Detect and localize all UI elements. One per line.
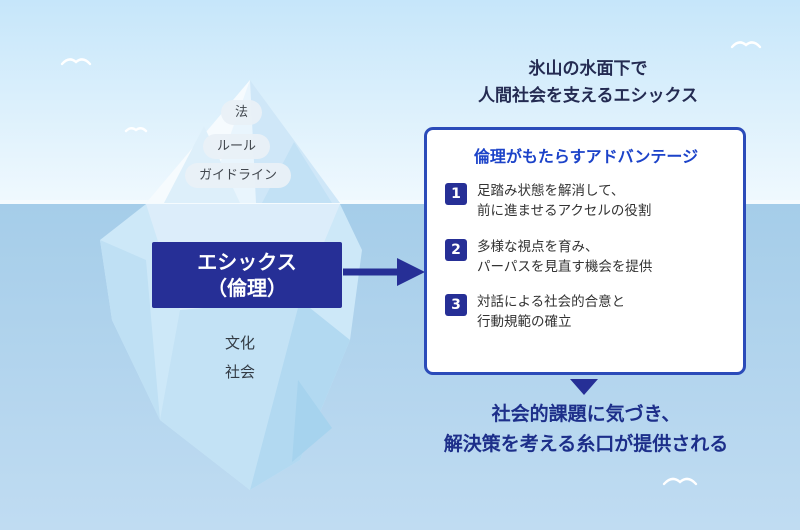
advantage-item: 1 足踏み状態を解消して、 前に進ませるアクセルの役割 xyxy=(445,181,727,222)
iceberg-label-rule: ルール xyxy=(203,134,271,159)
advantage-item-line1: 多様な視点を育み、 xyxy=(477,238,599,255)
advantage-item-text: 足踏み状態を解消して、 前に進ませるアクセルの役割 xyxy=(477,181,651,222)
advantage-item-line1: 足踏み状態を解消して、 xyxy=(477,183,625,199)
bird-icon xyxy=(662,477,698,486)
arrow-down-icon xyxy=(570,379,598,395)
item-number-badge: 1 xyxy=(445,183,467,205)
iceberg-label-society: 社会 xyxy=(224,362,255,381)
conclusion-text: 社会的課題に気づき、 解決策を考える糸口が提供される xyxy=(398,399,774,460)
conclusion-line2: 解決策を考える糸口が提供される xyxy=(443,433,729,456)
page-title: 氷山の水面下で 人間社会を支えるエシックス xyxy=(408,56,768,110)
iceberg-label-culture: 文化 xyxy=(224,334,255,352)
item-number-badge: 2 xyxy=(445,238,467,261)
bird-icons xyxy=(60,41,762,486)
bird-icon xyxy=(730,41,762,49)
page-title-line2: 人間社会を支えるエシックス xyxy=(478,86,698,107)
advantage-item-text: 多様な視点を育み、 パーパスを見直す機会を提供 xyxy=(477,237,652,278)
iceberg-underwater xyxy=(100,204,362,490)
page-title-line1: 氷山の水面下で xyxy=(528,59,648,79)
advantage-item-line2: パーパスを見直す機会を提供 xyxy=(477,258,653,275)
advantage-item: 2 多様な視点を育み、 パーパスを見直す機会を提供 xyxy=(445,237,727,278)
advantages-panel: 倫理がもたらすアドバンテージ 1 足踏み状態を解消して、 前に進ませるアクセルの… xyxy=(424,127,746,375)
iceberg-label-guideline: ガイドライン xyxy=(185,163,292,188)
advantage-item-line1: 対話による社会的合意と xyxy=(477,294,626,310)
ethics-box-line1: エシックス xyxy=(197,250,297,274)
arrow-right-icon xyxy=(343,258,425,286)
iceberg-deep-labels: 文化 社会 xyxy=(190,329,290,386)
advantage-item-line2: 行動規範の確立 xyxy=(477,314,572,331)
bird-icon xyxy=(124,127,148,133)
ethics-box: エシックス （倫理） xyxy=(152,242,342,308)
advantage-item-text: 対話による社会的合意と 行動規範の確立 xyxy=(477,292,625,333)
advantages-panel-title: 倫理がもたらすアドバンテージ xyxy=(473,147,699,166)
item-number-badge: 3 xyxy=(445,294,467,316)
advantage-item-line2: 前に進ませるアクセルの役割 xyxy=(477,203,652,220)
horizon-line xyxy=(0,200,800,204)
bird-icon xyxy=(60,58,92,66)
iceberg-label-law: 法 xyxy=(221,100,263,125)
conclusion-line1: 社会的課題に気づき、 xyxy=(491,403,681,425)
advantage-item: 3 対話による社会的合意と 行動規範の確立 xyxy=(445,292,727,333)
ethics-box-line2: （倫理） xyxy=(207,276,287,300)
